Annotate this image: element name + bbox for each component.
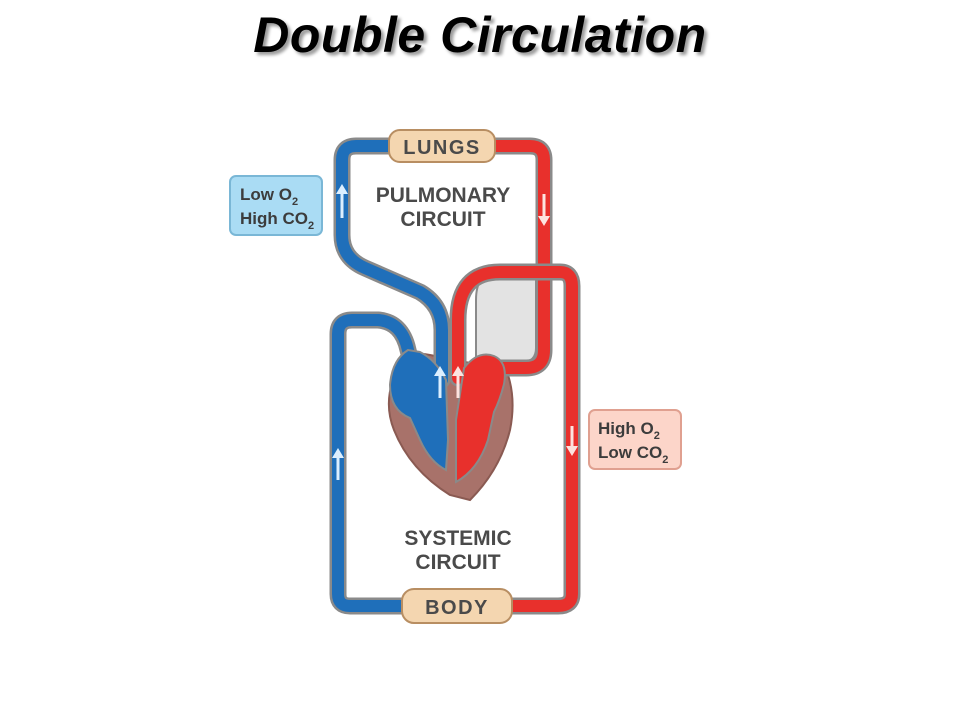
up-arrow-icon	[452, 366, 464, 398]
pulmonary-label-line2: CIRCUIT	[400, 208, 485, 231]
oxygenated-note: High O2 Low CO2	[588, 409, 682, 470]
up-arrow-icon	[332, 448, 344, 480]
systemic-label-line2: CIRCUIT	[415, 551, 500, 574]
pulmonary-label-line1: PULMONARY	[376, 184, 511, 207]
svg-text:Low O2: Low O2	[240, 185, 298, 208]
left-atrium-region	[475, 271, 537, 363]
aorta	[449, 263, 581, 615]
svg-text:Low CO2: Low CO2	[598, 443, 668, 466]
right-heart-chambers	[388, 348, 450, 472]
lungs-label: LUNGS	[403, 137, 481, 159]
low-co2-subscript: 2	[662, 454, 668, 466]
low-o2-text: Low O	[240, 185, 292, 204]
page-title: Double Circulation	[253, 7, 707, 63]
up-arrow-icon	[434, 366, 446, 398]
low-co2-text: Low CO	[598, 443, 662, 462]
up-arrow-icon	[336, 184, 348, 218]
pulmonary-artery	[333, 137, 451, 389]
body-box: BODY	[401, 588, 513, 624]
down-arrow-icon	[566, 426, 578, 456]
high-o2-subscript: 2	[654, 430, 660, 442]
low-o2-subscript: 2	[292, 196, 298, 208]
lungs-box: LUNGS	[388, 129, 496, 163]
high-co2-subscript: 2	[308, 220, 314, 232]
high-co2-text: High CO	[240, 209, 308, 228]
svg-text:High CO2: High CO2	[240, 209, 314, 232]
svg-text:High O2: High O2	[598, 419, 660, 442]
vena-cava	[329, 311, 421, 615]
pulmonary-vein	[479, 137, 553, 377]
high-o2-text: High O	[598, 419, 654, 438]
left-heart-chambers	[455, 353, 506, 484]
deoxygenated-note: Low O2 High CO2	[229, 175, 323, 236]
body-label: BODY	[425, 597, 489, 619]
down-arrow-icon	[538, 194, 550, 226]
systemic-label-line1: SYSTEMIC	[404, 527, 511, 550]
